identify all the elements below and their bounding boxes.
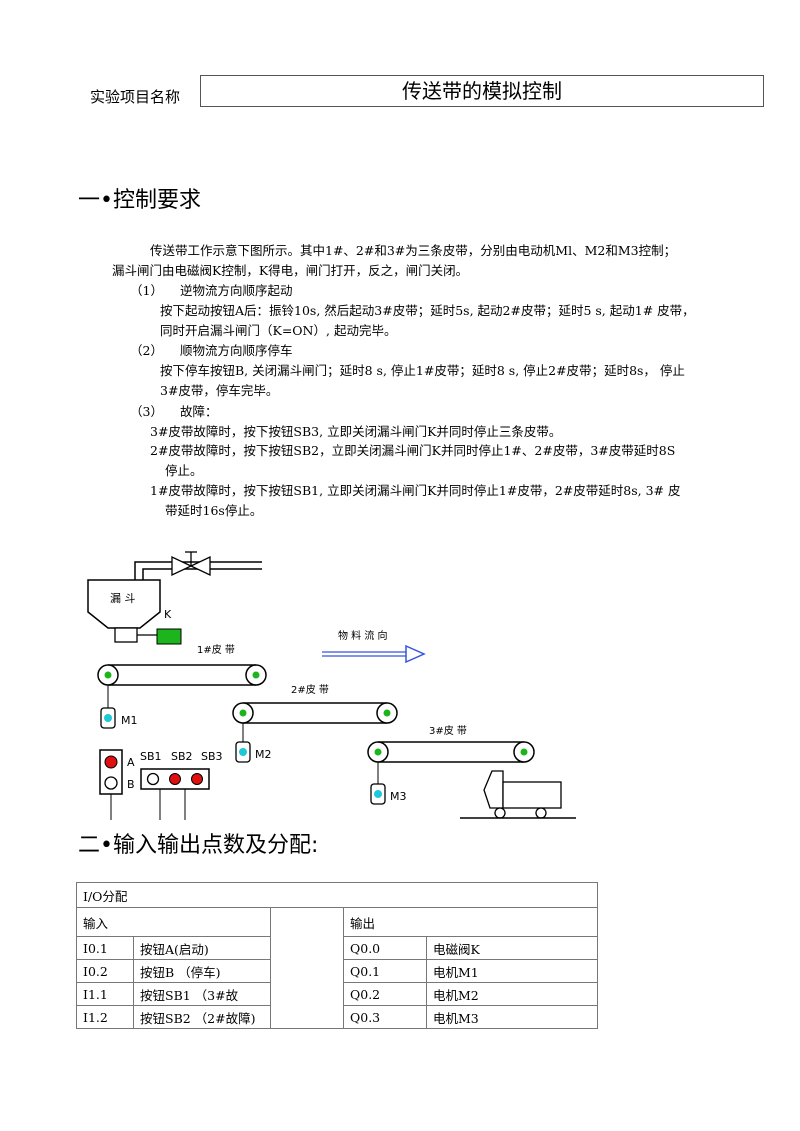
output-addr: Q0.1	[343, 959, 427, 983]
fault2-line2: 停止。	[165, 463, 203, 478]
flow-label: 物 料 流 向	[338, 629, 388, 642]
feed-pipe-inner	[142, 568, 262, 580]
input-addr: I0.2	[76, 959, 134, 983]
flow-arrow-icon	[405, 644, 426, 664]
project-name-label: 实验项目名称	[90, 88, 181, 106]
belt2-label: 2#皮 带	[291, 683, 329, 696]
item1-line1: 按下起动按钮A后：振铃10s, 然后起动3#皮带；延时5s, 起动2#皮带；延时…	[160, 303, 695, 318]
hopper-label: 漏 斗	[110, 592, 136, 605]
input-header: 输入	[76, 907, 271, 937]
io-allocation-table: I/O分配 输入 输出 I0.1 按钮A(启动) Q0.0 电磁阀K I0.2 …	[76, 882, 598, 1029]
intro-line2: 漏斗闸门由电磁阀K控制，K得电，闸门打开，反之，闸门关闭。	[112, 263, 469, 278]
project-title-box: 传送带的模拟控制	[200, 75, 764, 107]
belt1-label: 1#皮 带	[197, 643, 235, 656]
input-addr: I1.1	[76, 982, 134, 1006]
belt3-label: 3#皮 带	[429, 724, 467, 737]
item2-num: （2）	[130, 343, 163, 358]
fault1-line: 3#皮带故障时，按下按钮SB3, 立即关闭漏斗闸门K并同时停止三条皮带。	[150, 424, 562, 439]
motor-m2-label: M2	[255, 748, 272, 761]
solenoid-valve-k	[156, 628, 182, 645]
button-b-label: B	[127, 778, 135, 791]
input-desc: 按钮SB1 （3#故	[133, 982, 271, 1006]
button-a-icon	[104, 755, 118, 769]
button-a-label: A	[127, 756, 135, 769]
item2-title: 顺物流方向顺序停车	[180, 343, 293, 358]
input-addr: I1.2	[76, 1005, 134, 1029]
item2-line1: 按下停车按钮B, 关闭漏斗闸门；延时8 s, 停止1#皮带；延时8 s, 停止2…	[160, 363, 685, 378]
item1-num: （1）	[130, 283, 163, 298]
motor-m3-label: M3	[390, 790, 407, 803]
input-desc: 按钮A(启动)	[133, 936, 271, 960]
motor-m1-label: M1	[121, 714, 138, 727]
input-addr: I0.1	[76, 936, 134, 960]
sb3-button-icon	[191, 773, 203, 785]
valve-k-label: K	[164, 608, 172, 621]
table-title: I/O分配	[76, 882, 598, 908]
output-addr: Q0.2	[343, 982, 427, 1006]
item2-line2: 3#皮带，停车完毕。	[160, 383, 279, 398]
output-addr: Q0.0	[343, 936, 427, 960]
output-desc: 电机M1	[426, 959, 598, 983]
input-desc: 按钮B （停车)	[133, 959, 271, 983]
output-desc: 电机M2	[426, 982, 598, 1006]
output-header: 输出	[343, 907, 598, 937]
fault2-line1: 2#皮带故障时，按下按钮SB2，立即关闭漏斗闸门K并同时停止1#、2#皮带，3#…	[150, 443, 676, 458]
section2-heading: 二•输入输出点数及分配:	[78, 833, 319, 858]
item1-line2: 同时开启漏斗闸门（K=ON）, 起动完毕。	[160, 323, 397, 338]
output-desc: 电磁阀K	[426, 936, 598, 960]
table-row: I1.2 按钮SB2 （2#故障) Q0.3 电机M3	[76, 1005, 598, 1029]
item1-title: 逆物流方向顺序起动	[180, 283, 293, 298]
output-addr: Q0.3	[343, 1005, 427, 1029]
output-desc: 电机M3	[426, 1005, 598, 1029]
truck-icon	[483, 770, 562, 819]
sb2-button-icon	[169, 773, 181, 785]
sb2-label: SB2	[171, 750, 193, 763]
fault3-line2: 带延时16s停止。	[165, 503, 263, 518]
fault3-line1: 1#皮带故障时，按下按钮SB1, 立即关闭漏斗闸门K并同时停止1#皮带，2#皮带…	[150, 483, 681, 498]
feed-pipe-outer	[134, 561, 262, 580]
conveyor-diagram: 漏 斗 K 物 料 流 向 1#皮 带 M1 2#皮 带 M2 3#皮 带 M3	[87, 551, 576, 820]
item3-title: 故障：	[180, 404, 218, 419]
hopper	[87, 579, 161, 629]
button-b-icon	[104, 776, 118, 790]
section1-heading: 一•控制要求	[78, 188, 201, 213]
table-header-row: 输入 输出	[76, 907, 598, 1029]
pipe-valve-icon	[171, 551, 211, 577]
hopper-gate	[114, 627, 138, 643]
table-row: I0.2 按钮B （停车) Q0.1 电机M1	[76, 959, 598, 983]
item3-num: （3）	[130, 404, 163, 419]
spacer-column	[270, 907, 344, 1029]
intro-line1: 传送带工作示意下图所示。其中1#、2#和3#为三条皮带，分别由电动机Ml、M2和…	[150, 243, 677, 258]
input-desc: 按钮SB2 （2#故障)	[133, 1005, 271, 1029]
sb1-button-icon	[146, 772, 160, 786]
sb1-label: SB1	[140, 750, 162, 763]
sb3-label: SB3	[201, 750, 223, 763]
table-title-row: I/O分配	[76, 882, 598, 908]
